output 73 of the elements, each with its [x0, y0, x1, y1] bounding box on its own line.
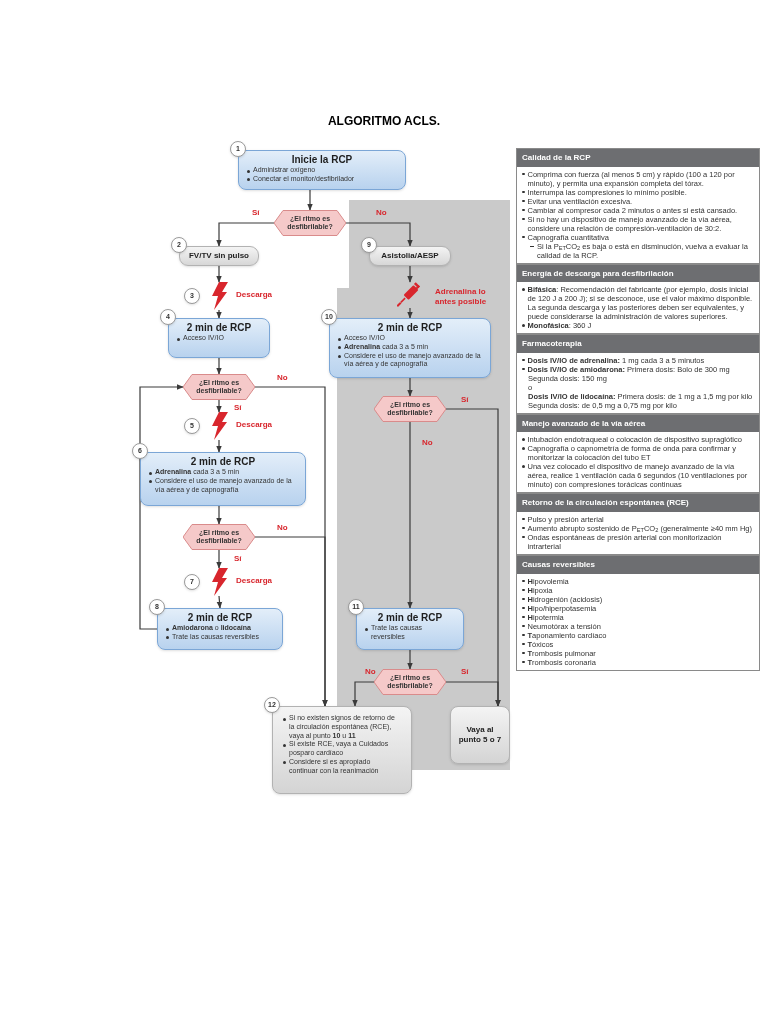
box-title: Asistolia/AESP: [381, 251, 439, 261]
box-title: 2 min de RCP: [189, 456, 257, 468]
rhythm-box: [179, 246, 259, 266]
box-title: Inicie la RCP: [290, 154, 354, 166]
info-panel: [516, 148, 760, 264]
process-box: [238, 150, 406, 190]
lightning-icon: [210, 568, 228, 596]
section-header: Causas reversibles: [517, 555, 759, 574]
arrow: [216, 505, 222, 525]
action-label: Adrenalina lo antes posible: [435, 287, 488, 307]
info-panel: [516, 554, 760, 671]
edge-label: No: [275, 374, 290, 383]
rhythm-box: [369, 246, 451, 266]
arrow: [216, 439, 222, 453]
process-box: [168, 318, 270, 358]
action-label: Descarga: [236, 290, 274, 300]
edge-label: Sí: [459, 396, 471, 405]
lightning-icon: [210, 282, 228, 310]
edge-label: No: [363, 668, 378, 677]
process-box: [140, 452, 306, 506]
arrow: [407, 265, 413, 283]
info-panel: [516, 334, 760, 414]
box-title: FV/TV sin pulso: [189, 251, 249, 261]
arrow: [407, 421, 413, 609]
process-box: [356, 608, 464, 650]
arrow: [216, 595, 223, 609]
lightning-icon: [210, 412, 228, 440]
box-title: 2 min de RCP: [186, 612, 254, 624]
edge-label: No: [374, 209, 389, 218]
process-box: [157, 608, 283, 650]
instruction-box: [272, 706, 412, 794]
arrow: [216, 549, 222, 569]
box-title: 2 min de RCP: [376, 612, 444, 624]
box-title: 2 min de RCP: [185, 322, 253, 334]
section-header: Manejo avanzado de la vía aérea: [517, 414, 759, 433]
box-title: 2 min de RCP: [376, 322, 444, 334]
arrow: [216, 399, 222, 413]
arrow: [407, 649, 413, 670]
syringe-icon: [397, 282, 423, 308]
edge-label: Sí: [232, 555, 244, 564]
section-header: Calidad de la RCP: [517, 149, 759, 167]
arrow: [216, 357, 222, 375]
arrow: [445, 681, 501, 707]
edge-label: Sí: [250, 209, 262, 218]
edge-label: Sí: [459, 668, 471, 677]
edge-label: Sí: [232, 404, 244, 413]
action-label: Descarga: [236, 576, 274, 586]
info-panel: [516, 493, 760, 555]
arrow: [216, 265, 222, 283]
arrow: [352, 681, 375, 707]
info-panel: [516, 263, 760, 335]
decision-hexagon: [183, 524, 255, 550]
arrow: [139, 384, 184, 630]
section-header: Farmacoterapia: [517, 335, 759, 353]
arrow: [407, 307, 413, 319]
arrow: [307, 189, 313, 211]
arrow: [216, 309, 222, 319]
action-label: Descarga: [236, 420, 274, 430]
arrow: [345, 222, 413, 247]
title: ALGORITMO ACLS.: [327, 113, 441, 130]
edge-label: No: [275, 524, 290, 533]
arrow: [216, 222, 275, 247]
info-panel: [516, 413, 760, 494]
decision-hexagon: [183, 374, 255, 400]
arrow: [407, 377, 413, 397]
arrow: [254, 536, 328, 707]
box-title: Vaya al punto 5 o 7: [457, 725, 503, 745]
decision-hexagon: [274, 210, 346, 236]
edge-label: No: [420, 439, 435, 448]
section-header: Retorno de la circulación espontánea (RCE): [517, 494, 759, 512]
section-header: Energía de descarga para desfibrilación: [517, 264, 759, 283]
process-box: [329, 318, 491, 378]
goto-box: [450, 706, 510, 764]
